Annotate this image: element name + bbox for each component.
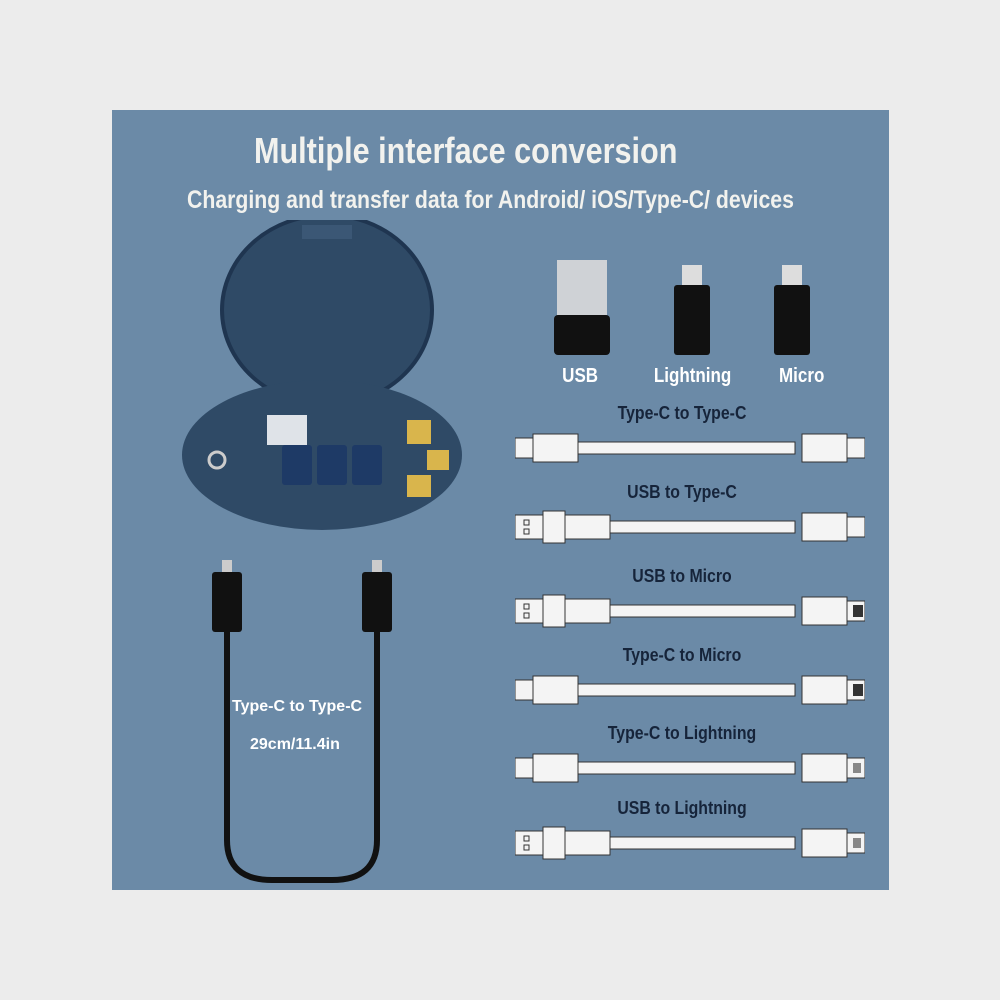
cable-label: Type-C to Type-C [617, 403, 747, 423]
cable-usb-to-micro-image [515, 591, 865, 631]
cable-label: USB to Micro [632, 566, 732, 586]
adapter-label-micro: Micro [779, 365, 825, 387]
cable-c-to-c-image [515, 428, 865, 468]
cable-label: Type-C to Micro [622, 645, 742, 665]
adapter-micro-image [774, 265, 810, 355]
black-cable-image [212, 560, 392, 883]
cable-usb-to-c-image [515, 507, 865, 547]
cable-label: USB to Type-C [627, 482, 737, 502]
title: Multiple interface conversion [254, 130, 678, 171]
black-cable-label: Type-C to Type-C [232, 698, 363, 715]
cable-c-to-lightning-image [515, 748, 865, 788]
cable-label: USB to Lightning [617, 798, 747, 818]
adapter-label-lightning: Lightning [653, 365, 732, 387]
storage-case-image [182, 220, 462, 530]
adapter-label-usb: USB [562, 365, 599, 387]
cable-label: Type-C to Lightning [607, 723, 757, 743]
subtitle: Charging and transfer data for Android/ … [187, 186, 794, 214]
black-cable-length: 29cm/11.4in [250, 736, 340, 753]
adapter-usb-image [554, 260, 610, 355]
cable-usb-to-lightning-image [515, 823, 865, 863]
product-panel: Multiple interface conversion Charging a… [112, 110, 889, 890]
cable-c-to-micro-image [515, 670, 865, 710]
adapter-lightning-image [674, 265, 710, 355]
